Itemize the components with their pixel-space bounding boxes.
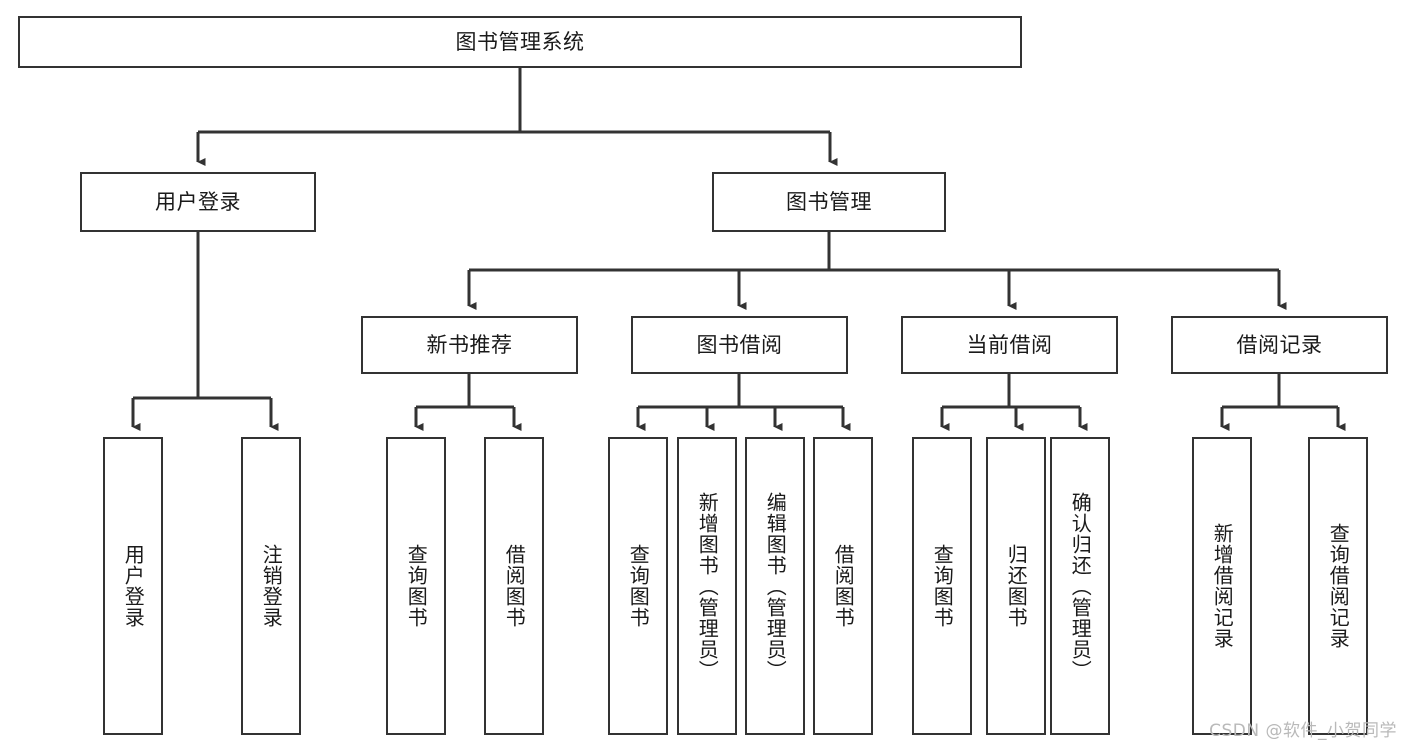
node-borrow-record[interactable]: 借阅记录 [1171, 316, 1388, 374]
node-leaf-query-book-rec[interactable]: 查询图书 [386, 437, 446, 735]
node-leaf-query-book-rec-label: 查询图书 [404, 544, 429, 628]
node-book-manage-label: 图书管理 [786, 189, 872, 214]
node-leaf-edit-book-admin-label: 编辑图书（管理员） [763, 491, 788, 681]
node-root-label: 图书管理系统 [455, 29, 585, 54]
node-leaf-borrow-book-rec[interactable]: 借阅图书 [484, 437, 544, 735]
node-leaf-query-book-current-label: 查询图书 [930, 544, 955, 628]
node-borrow-record-label: 借阅记录 [1236, 332, 1323, 357]
node-leaf-query-book-current[interactable]: 查询图书 [912, 437, 972, 735]
node-leaf-edit-book-admin[interactable]: 编辑图书（管理员） [745, 437, 805, 735]
node-leaf-query-book-borrow[interactable]: 查询图书 [608, 437, 668, 735]
node-leaf-borrow-book-rec-label: 借阅图书 [502, 544, 527, 628]
node-new-book-recommend[interactable]: 新书推荐 [361, 316, 578, 374]
node-new-book-recommend-label: 新书推荐 [426, 332, 513, 357]
node-book-borrow[interactable]: 图书借阅 [631, 316, 848, 374]
node-leaf-borrow-book[interactable]: 借阅图书 [813, 437, 873, 735]
node-user-login[interactable]: 用户登录 [80, 172, 316, 232]
node-leaf-return-book-label: 归还图书 [1004, 544, 1029, 628]
node-leaf-confirm-return-admin-label: 确认归还（管理员） [1068, 491, 1093, 681]
node-root[interactable]: 图书管理系统 [18, 16, 1022, 68]
node-leaf-user-logout[interactable]: 注销登录 [241, 437, 301, 735]
node-leaf-user-login-label: 用户登录 [121, 544, 146, 628]
csdn-watermark: CSDN @软件_小贺同学 [1209, 721, 1397, 741]
node-leaf-user-logout-label: 注销登录 [259, 544, 284, 628]
node-leaf-user-login[interactable]: 用户登录 [103, 437, 163, 735]
node-book-borrow-label: 图书借阅 [696, 332, 783, 357]
node-leaf-borrow-book-label: 借阅图书 [831, 544, 856, 628]
node-leaf-add-book-admin-label: 新增图书（管理员） [695, 491, 720, 681]
node-current-borrow[interactable]: 当前借阅 [901, 316, 1118, 374]
node-leaf-query-borrow-record-label: 查询借阅记录 [1326, 523, 1351, 649]
node-leaf-return-book[interactable]: 归还图书 [986, 437, 1046, 735]
node-leaf-confirm-return-admin[interactable]: 确认归还（管理员） [1050, 437, 1110, 735]
node-leaf-add-borrow-record[interactable]: 新增借阅记录 [1192, 437, 1252, 735]
node-book-manage[interactable]: 图书管理 [712, 172, 946, 232]
node-leaf-query-book-borrow-label: 查询图书 [626, 544, 651, 628]
node-user-login-label: 用户登录 [155, 189, 241, 214]
node-leaf-query-borrow-record[interactable]: 查询借阅记录 [1308, 437, 1368, 735]
node-leaf-add-book-admin[interactable]: 新增图书（管理员） [677, 437, 737, 735]
node-leaf-add-borrow-record-label: 新增借阅记录 [1210, 523, 1235, 649]
node-current-borrow-label: 当前借阅 [966, 332, 1053, 357]
